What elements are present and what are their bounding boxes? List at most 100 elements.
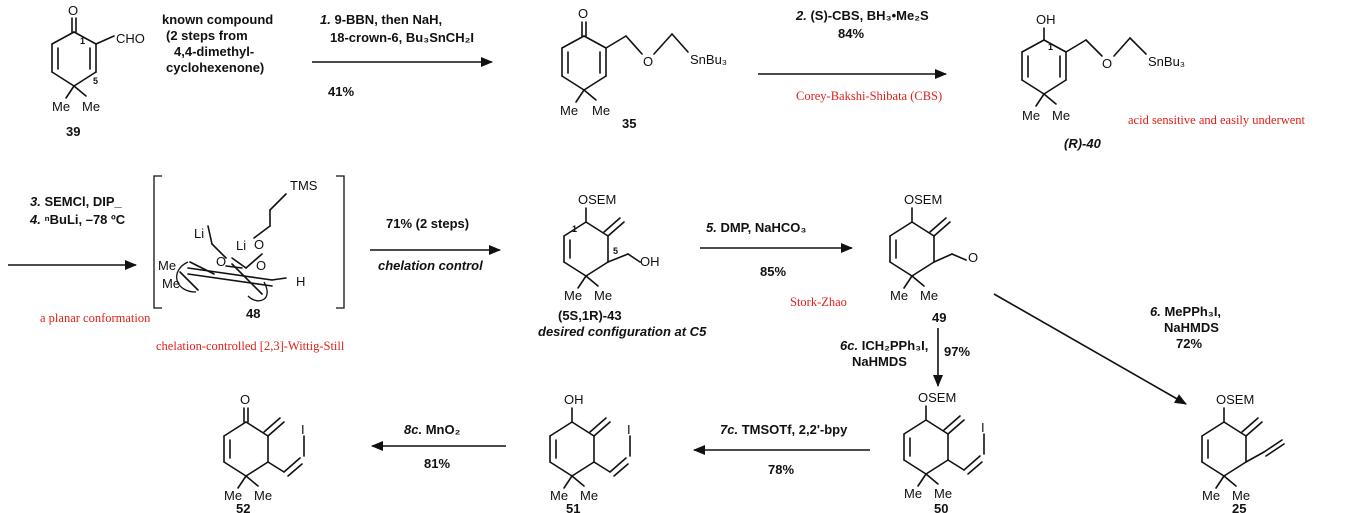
- svg-text:4,4-dimethyl-: 4,4-dimethyl-: [174, 44, 254, 59]
- step-5: 5. DMP, NaHCO₃ 85% Stork-Zhao: [700, 220, 853, 309]
- step-7c: 7c. TMSOTf, 2,2'-bpy 78%: [693, 422, 870, 477]
- step-6c: 6c. ICH₂PPh₃I, NaHMDS 97%: [840, 328, 970, 387]
- compound-label-25: 25: [1232, 501, 1246, 513]
- compound-label-50: 50: [934, 501, 948, 513]
- atom-me: Me: [934, 486, 952, 501]
- svg-text:1. 9-BBN, then NaH,: 1. 9-BBN, then NaH,: [320, 12, 442, 27]
- atom-me: Me: [1232, 488, 1250, 503]
- atom-me: Me: [1202, 488, 1220, 503]
- atom-number-1: 1: [1048, 42, 1053, 52]
- atom-o: O: [216, 254, 226, 269]
- atom-me: Me: [890, 288, 908, 303]
- atom-me: Me: [594, 288, 612, 303]
- step-6: 6. MePPh₃I, NaHMDS 72%: [993, 293, 1221, 405]
- atom-me: Me: [550, 488, 568, 503]
- atom-o: O: [68, 3, 78, 18]
- atom-cho: CHO: [116, 31, 145, 46]
- svg-text:97%: 97%: [944, 344, 970, 359]
- atom-me: Me: [158, 258, 176, 273]
- compound-label-48: 48: [246, 306, 260, 321]
- svg-text:71% (2 steps): 71% (2 steps): [386, 216, 469, 231]
- atom-osem: OSEM: [918, 390, 956, 405]
- atom-o: O: [968, 250, 978, 265]
- svg-text:(5S,1R)-43: (5S,1R)-43: [558, 308, 622, 323]
- svg-text:6. MePPh₃I,: 6. MePPh₃I,: [1150, 304, 1221, 319]
- atom-snbu3: SnBu₃: [690, 52, 727, 67]
- compound-52: O I Me Me 52: [223, 392, 305, 513]
- compound-label-52: 52: [236, 501, 250, 513]
- svg-text:known compound: known compound: [162, 12, 273, 27]
- compound-label-49: 49: [932, 310, 946, 325]
- svg-text:4. ⁿBuLi, –78 ºC: 4. ⁿBuLi, –78 ºC: [29, 212, 126, 227]
- step-8c: 8c. MnO₂ 81%: [371, 422, 506, 471]
- atom-number-5: 5: [613, 246, 618, 256]
- atom-li: Li: [194, 226, 204, 241]
- atom-o: O: [256, 258, 266, 273]
- atom-me: Me: [592, 103, 610, 118]
- atom-i: I: [981, 420, 985, 435]
- atom-oh: OH: [640, 254, 660, 269]
- atom-me: Me: [1022, 108, 1040, 123]
- annotation-stork-zhao: Stork-Zhao: [790, 295, 847, 309]
- svg-text:NaHMDS: NaHMDS: [852, 354, 907, 369]
- compound-label-40: (R)-40: [1064, 136, 1102, 151]
- compound-35: O O SnBu₃ Me Me 35: [560, 6, 727, 131]
- step-1: 1. 9-BBN, then NaH, 18-crown-6, Bu₃SnCH₂…: [312, 12, 493, 99]
- atom-i: I: [301, 422, 305, 437]
- step-3-4: 3. SEMCl, DIP_ 4. ⁿBuLi, –78 ºC: [8, 194, 137, 270]
- atom-me: Me: [254, 488, 272, 503]
- atom-h: H: [296, 274, 305, 289]
- compound-40: OH 1 O SnBu₃ Me Me (R)-40: [1021, 12, 1185, 151]
- atom-me: Me: [560, 103, 578, 118]
- svg-text:cyclohexenone): cyclohexenone): [166, 60, 264, 75]
- svg-text:85%: 85%: [760, 264, 786, 279]
- atom-o: O: [254, 237, 264, 252]
- svg-text:18-crown-6, Bu₃SnCH₂I: 18-crown-6, Bu₃SnCH₂I: [330, 30, 474, 45]
- compound-43: OSEM 1 5 OH Me Me (5S,1R)-43 desired con…: [538, 192, 707, 339]
- compound-49: OSEM O Me Me 49: [889, 192, 978, 325]
- annotation-planar-conformation: a planar conformation: [40, 311, 151, 325]
- annotation-cbs: Corey-Bakshi-Shibata (CBS): [796, 89, 942, 103]
- atom-osem: OSEM: [578, 192, 616, 207]
- reaction-arrow-step-6: [993, 293, 1187, 405]
- compound-label-35: 35: [622, 116, 636, 131]
- svg-text:NaHMDS: NaHMDS: [1164, 320, 1219, 335]
- atom-me: Me: [1052, 108, 1070, 123]
- svg-text:41%: 41%: [328, 84, 354, 99]
- atom-snbu3: SnBu₃: [1148, 54, 1185, 69]
- atom-me: Me: [580, 488, 598, 503]
- atom-me: Me: [82, 99, 100, 114]
- svg-text:2. (S)-CBS, BH₃•Me₂S: 2. (S)-CBS, BH₃•Me₂S: [795, 8, 929, 23]
- configuration-caption: desired configuration at C5: [538, 324, 707, 339]
- svg-text:72%: 72%: [1176, 336, 1202, 351]
- svg-text:chelation control: chelation control: [378, 258, 483, 273]
- atom-oh: OH: [1036, 12, 1056, 27]
- annotation-acid-sensitive: acid sensitive and easily underwent: [1128, 113, 1306, 127]
- compound-51: OH I Me Me 51: [549, 392, 631, 513]
- compound-label-39: 39: [66, 124, 80, 139]
- atom-me: Me: [162, 276, 180, 291]
- compound-39: O CHO 1 5 Me Me 39: [51, 3, 145, 139]
- step-2: 2. (S)-CBS, BH₃•Me₂S 84% Corey-Bakshi-Sh…: [758, 8, 947, 103]
- compound-50: OSEM I Me Me 50: [903, 390, 985, 513]
- annotation-wittig-still: chelation-controlled [2,3]-Wittig-Still: [156, 339, 345, 353]
- atom-li: Li: [236, 238, 246, 253]
- svg-text:5. DMP, NaHCO₃: 5. DMP, NaHCO₃: [706, 220, 806, 235]
- atom-number-1: 1: [572, 224, 577, 234]
- compound-label-51: 51: [566, 501, 580, 513]
- svg-text:78%: 78%: [768, 462, 794, 477]
- atom-number-1: 1: [80, 36, 85, 46]
- atom-oh: OH: [564, 392, 584, 407]
- atom-me: Me: [904, 486, 922, 501]
- atom-number-5: 5: [93, 76, 98, 86]
- compound-label-43: (5S,1R)-43: [558, 308, 622, 323]
- atom-o: O: [1102, 56, 1112, 71]
- svg-text:6c. ICH₂PPh₃I,: 6c. ICH₂PPh₃I,: [840, 338, 928, 353]
- known-compound-note: known compound (2 steps from 4,4-dimethy…: [162, 12, 273, 75]
- atom-o: O: [240, 392, 250, 407]
- atom-me: Me: [52, 99, 70, 114]
- compound-25: OSEM Me Me 25: [1201, 392, 1285, 513]
- svg-text:8c. MnO₂: 8c. MnO₂: [404, 422, 461, 437]
- atom-tms: TMS: [290, 178, 318, 193]
- atom-i: I: [627, 422, 631, 437]
